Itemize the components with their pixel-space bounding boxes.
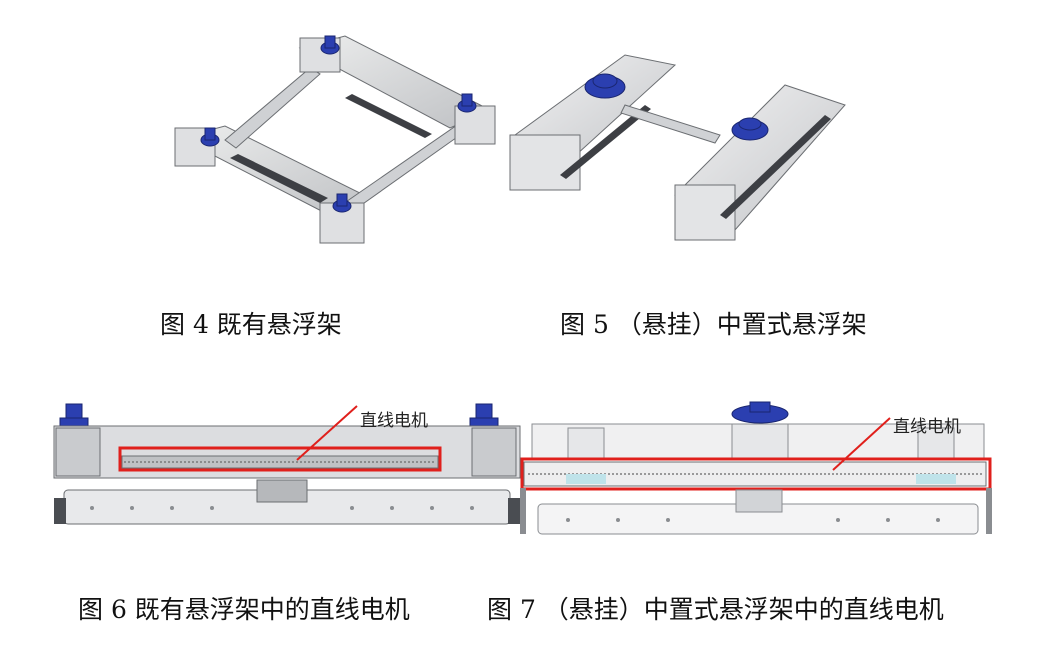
actuator-icon — [59, 403, 499, 427]
figure-6-motor-label: 直线电机 — [360, 411, 428, 431]
figure-4-caption: 图 4 既有悬浮架 — [160, 310, 342, 339]
figure-5-caption: 图 5 （悬挂）中置式悬浮架 — [560, 310, 867, 339]
actuator-icon — [731, 401, 789, 424]
actuator-icon — [200, 35, 477, 213]
figure-6-image — [52, 398, 522, 533]
actuator-icon — [584, 73, 769, 141]
figure-7-image — [518, 398, 994, 543]
figure-7-motor-label: 直线电机 — [893, 417, 961, 437]
figure-4-image — [170, 28, 505, 263]
figure-5-image — [505, 25, 860, 260]
figure-6-caption: 图 6 既有悬浮架中的直线电机 — [78, 595, 410, 624]
figure-7-caption: 图 7 （悬挂）中置式悬浮架中的直线电机 — [487, 595, 944, 624]
